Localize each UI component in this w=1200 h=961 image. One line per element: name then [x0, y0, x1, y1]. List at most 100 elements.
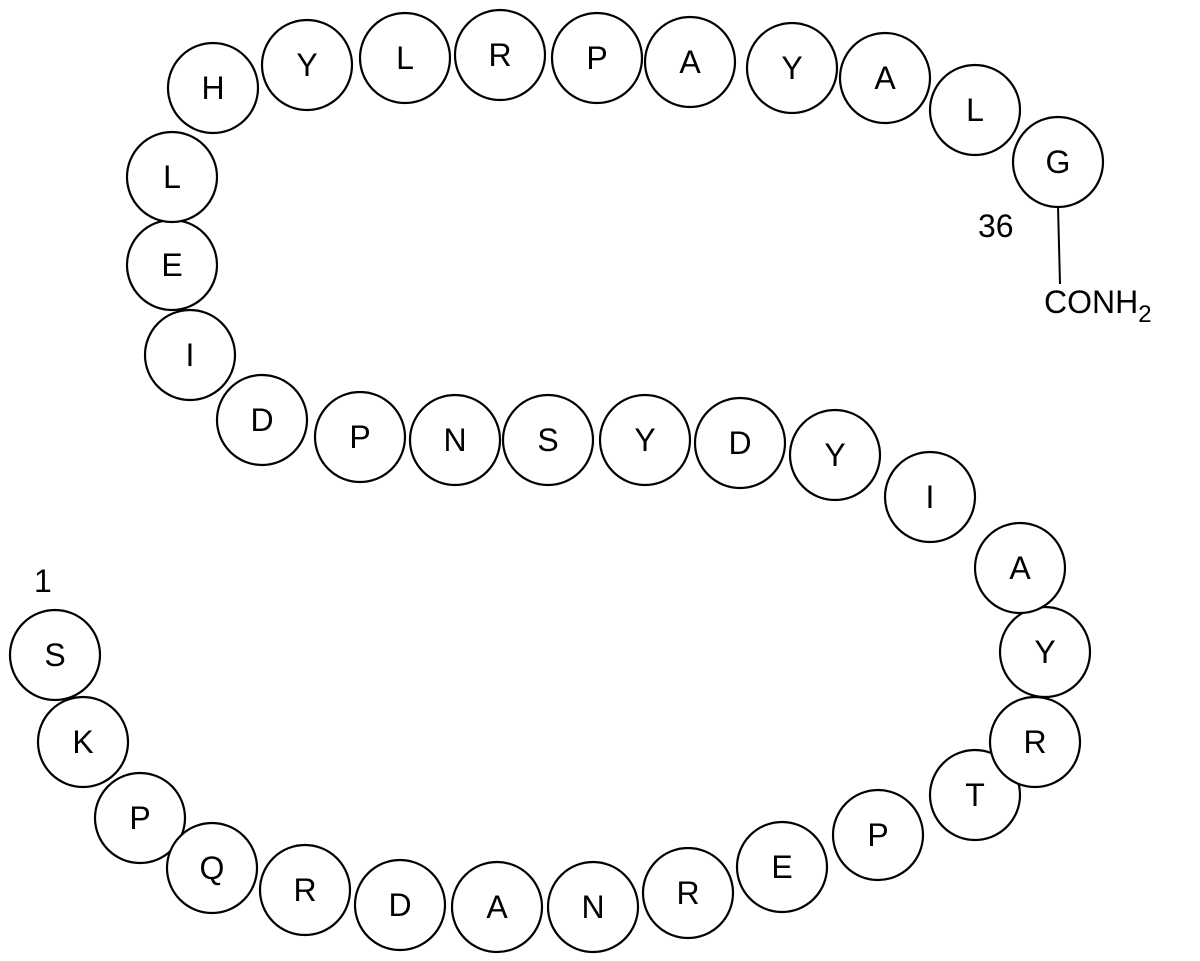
residue-circle — [453, 8, 547, 102]
residue-letter: R — [293, 872, 316, 908]
residue-12: T — [928, 748, 1022, 842]
residue-letter: G — [1046, 144, 1071, 180]
residue-circle — [550, 11, 644, 105]
residue-circle — [788, 408, 882, 502]
residue-circle — [998, 605, 1092, 699]
residue-28: Y — [260, 18, 354, 112]
residue-letter: L — [163, 159, 181, 195]
residue-circle — [928, 63, 1022, 157]
residue-circle — [313, 390, 407, 484]
residue-letter: I — [186, 337, 195, 373]
residue-17: Y — [788, 408, 882, 502]
residue-22: P — [313, 390, 407, 484]
residue-circle — [693, 396, 787, 490]
residue-35: L — [928, 63, 1022, 157]
residue-30: R — [453, 8, 547, 102]
residue-circle — [165, 821, 259, 915]
c-terminal-amide: CONH2 — [1044, 284, 1152, 328]
residue-11: P — [831, 788, 925, 882]
residue-letter: R — [1023, 724, 1046, 760]
residue-circle — [166, 41, 260, 135]
residue-circle — [735, 820, 829, 914]
residue-27: H — [166, 41, 260, 135]
residue-circle — [838, 31, 932, 125]
residue-circle — [450, 860, 544, 954]
residue-letter: Y — [1034, 634, 1055, 670]
residue-2: K — [36, 695, 130, 789]
residue-circle — [358, 11, 452, 105]
residue-21: N — [408, 393, 502, 487]
residue-circle — [831, 788, 925, 882]
residue-circle — [8, 608, 102, 702]
residue-letter: L — [966, 92, 984, 128]
residue-circle — [883, 450, 977, 544]
residue-letter: L — [396, 40, 414, 76]
residue-18: D — [693, 396, 787, 490]
residue-circle — [36, 695, 130, 789]
residue-letter: R — [676, 875, 699, 911]
residue-circle — [928, 748, 1022, 842]
residue-1: S — [8, 608, 102, 702]
residue-letter: D — [388, 887, 411, 923]
residue-24: I — [143, 308, 237, 402]
residue-15: A — [973, 521, 1067, 615]
residue-26: L — [125, 130, 219, 224]
residue-circle — [408, 393, 502, 487]
residue-circle — [745, 21, 839, 115]
residue-33: Y — [745, 21, 839, 115]
residue-16: I — [883, 450, 977, 544]
residue-letter: K — [72, 724, 93, 760]
residue-circle — [215, 373, 309, 467]
residue-7: A — [450, 860, 544, 954]
residue-letter: P — [129, 800, 150, 836]
residue-9: R — [641, 846, 735, 940]
residue-letter: E — [771, 849, 792, 885]
residue-36: G — [1011, 115, 1105, 209]
residue-4: Q — [165, 821, 259, 915]
residue-32: A — [643, 15, 737, 109]
residue-letter: P — [349, 419, 370, 455]
residue-circle — [501, 393, 595, 487]
residue-letter: A — [1009, 550, 1031, 586]
residue-letter: T — [965, 777, 985, 813]
residue-25: E — [125, 218, 219, 312]
residue-letter: I — [926, 479, 935, 515]
residue-letter: Y — [824, 437, 845, 473]
residue-circle — [143, 308, 237, 402]
residue-13: R — [988, 695, 1082, 789]
residue-letter: D — [250, 402, 273, 438]
residue-letter: Y — [781, 50, 802, 86]
residue-letter: Y — [634, 422, 655, 458]
residue-letter: P — [586, 40, 607, 76]
residue-circle — [973, 521, 1067, 615]
residue-circle — [353, 858, 447, 952]
residue-20: S — [501, 393, 595, 487]
residue-5: R — [258, 843, 352, 937]
residue-letter: E — [161, 247, 182, 283]
residue-31: P — [550, 11, 644, 105]
c-terminal-bond — [1057, 205, 1061, 285]
residue-3: P — [93, 771, 187, 865]
residue-circle — [125, 130, 219, 224]
residue-letter: S — [44, 637, 65, 673]
residue-8: N — [546, 860, 640, 954]
residue-29: L — [358, 11, 452, 105]
residue-19: Y — [598, 393, 692, 487]
residue-circle — [258, 843, 352, 937]
residue-letter: N — [581, 889, 604, 925]
residue-letter: A — [874, 60, 896, 96]
residue-letter: N — [443, 422, 466, 458]
residue-circle — [641, 846, 735, 940]
residue-letter: R — [488, 37, 511, 73]
residue-letter: D — [728, 425, 751, 461]
residue-23: D — [215, 373, 309, 467]
residue-letter: H — [201, 70, 224, 106]
c-terminus-number: 36 — [978, 208, 1014, 244]
residue-circle — [260, 18, 354, 112]
residue-circle — [643, 15, 737, 109]
residue-14: Y — [998, 605, 1092, 699]
residue-circle — [93, 771, 187, 865]
residue-letter: Y — [296, 47, 317, 83]
